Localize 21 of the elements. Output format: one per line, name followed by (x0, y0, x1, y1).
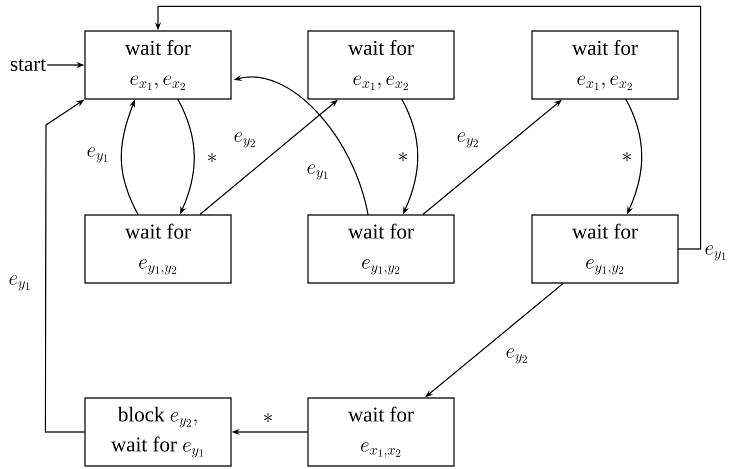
edge-label: $e_{y_1}$ (86, 146, 110, 164)
state-box: $\mathrm{block}\ e_{y_2},$ $\mathrm{wait\ for}\ e_{y_1}$ (84, 397, 232, 467)
start-text: start (10, 58, 46, 72)
state-box: wait for $e_{x_1},e_{x_2}$ (84, 30, 232, 100)
edge-label: $*$ (620, 151, 634, 163)
edge-label: $*$ (206, 152, 218, 164)
state-box: wait for $e_{x_1,x_2}$ (307, 397, 455, 467)
state-box: wait for $e_{y_1,y_2}$ (307, 214, 455, 284)
arrow (44, 100, 84, 433)
edge-label: $*$ (396, 151, 410, 163)
state-box: wait for $e_{x_1},e_{x_2}$ (307, 30, 455, 100)
edge-label: $e_{y_2}$ (456, 132, 480, 148)
state-box: wait for $e_{x_1},e_{x_2}$ (531, 30, 679, 100)
state-box: wait for $e_{y_1,y_2}$ (531, 214, 679, 284)
edge-label: $e_{y_1}$ (704, 244, 728, 262)
edge-label: $e_{y_1}$ (306, 164, 330, 180)
state-box: wait for $e_{y_1,y_2}$ (84, 214, 232, 284)
edge-label: $e_{y_2}$ (232, 132, 258, 148)
edge-label: $e_{y_1}$ (8, 274, 32, 292)
edge-label: $*$ (262, 412, 274, 424)
edge-label: $e_{y_2}$ (504, 348, 530, 364)
